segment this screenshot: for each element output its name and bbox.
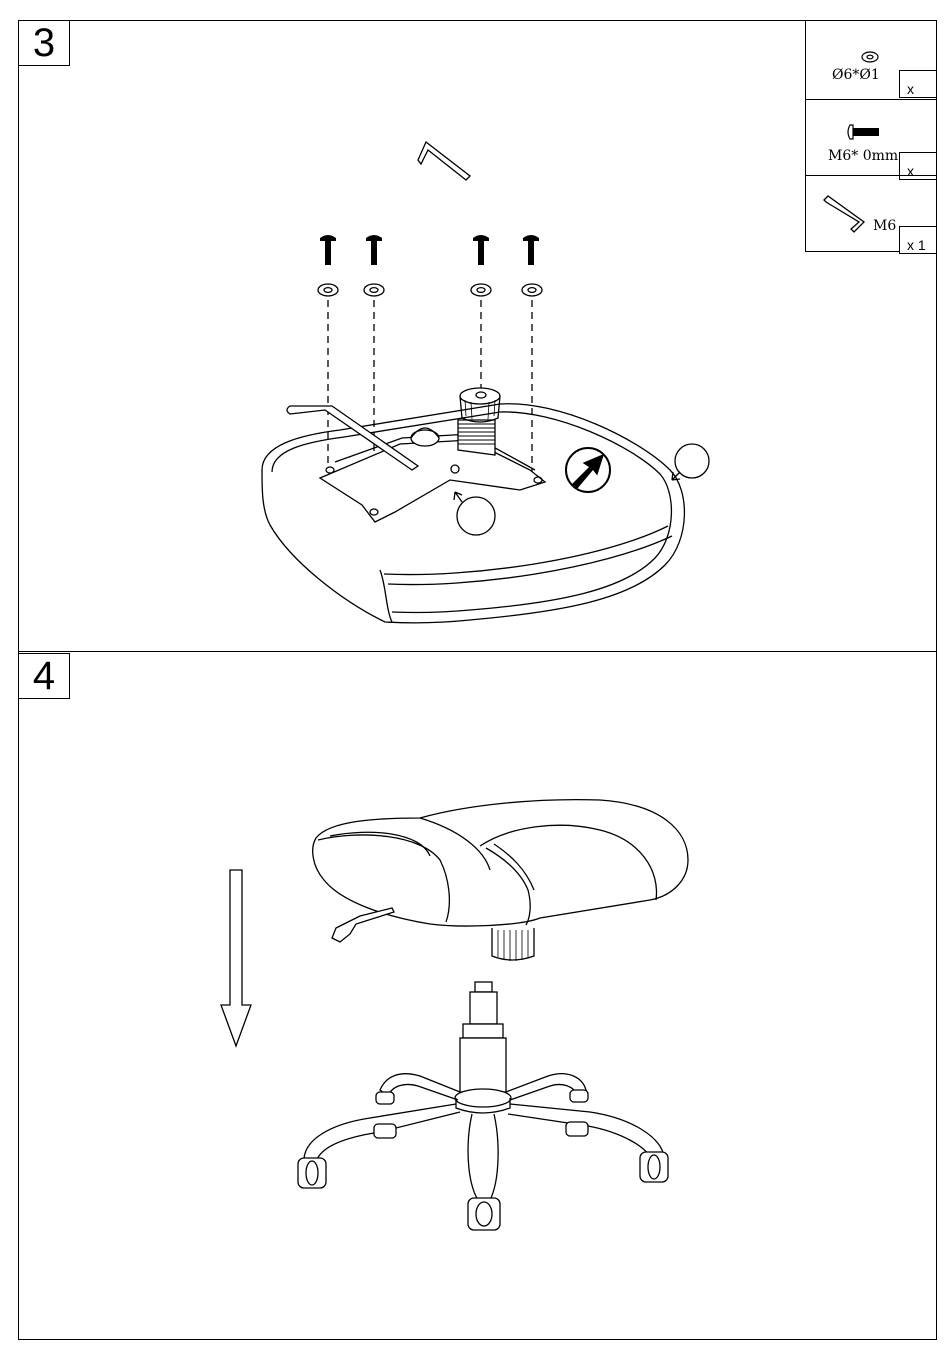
parts-list: Ø6*Ø1 x M6* 0mm x M6 x 1 [805, 20, 937, 252]
parts-row-washer: Ø6*Ø1 x [806, 21, 936, 99]
step-number-4: 4 [18, 653, 70, 699]
bolt-label: M6* 0mm [828, 148, 898, 164]
down-arrow-icon [221, 870, 251, 1046]
hex-key-icon [820, 194, 880, 238]
seat-cushion [313, 800, 688, 961]
parts-row-hex-key: M6 x 1 [806, 175, 936, 251]
parts-row-bolt: M6* 0mm x [806, 99, 936, 175]
caster-wheel [298, 1090, 668, 1230]
step-number-3: 3 [18, 20, 70, 66]
gas-lift [460, 982, 506, 1092]
washer-label: Ø6*Ø1 [832, 67, 880, 83]
hex-key-qty: x 1 [899, 226, 937, 254]
hex-key-label: M6 [873, 218, 896, 234]
chair-base [298, 1074, 668, 1230]
washer-icon [850, 47, 890, 67]
bolt-icon [846, 122, 886, 142]
washer-qty: x [899, 70, 937, 98]
